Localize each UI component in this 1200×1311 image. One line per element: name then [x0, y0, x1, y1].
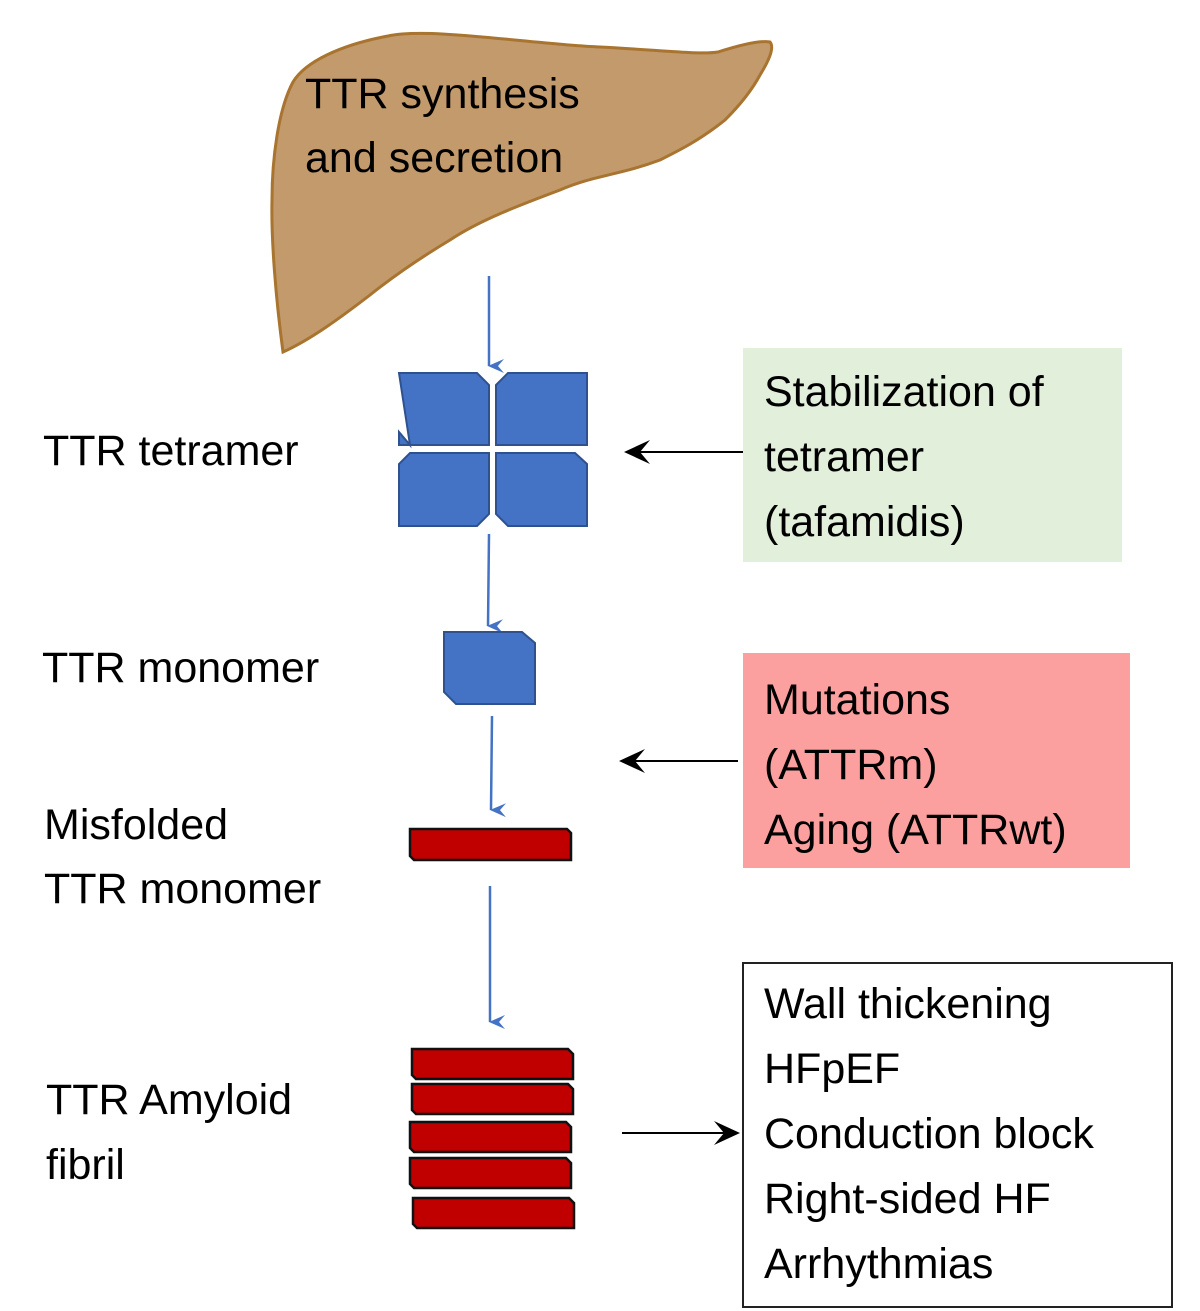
- fibril-strand: [410, 1082, 575, 1116]
- flow-arrow-monomer-to-misfolded: [489, 715, 507, 818]
- stage-label-monomer: TTR monomer: [42, 644, 320, 692]
- liver-label: TTR synthesis and secretion: [305, 62, 580, 190]
- flow-arrow-tetramer-to-monomer: [486, 533, 504, 634]
- liver-label-line: and secretion: [305, 134, 564, 182]
- fibril-strand: [408, 1120, 573, 1154]
- stage-label-tetramer: TTR tetramer: [43, 427, 299, 475]
- tetramer-subunit: [495, 452, 588, 527]
- fibril-strand: [411, 1196, 576, 1230]
- stage-label-fibril-line2: fibril: [46, 1141, 125, 1189]
- consequence-item: Right-sided HF: [764, 1175, 1051, 1223]
- consequence-item: Conduction block: [764, 1110, 1094, 1158]
- stage-label-misfolded-line2: TTR monomer: [44, 865, 322, 913]
- side-arrow-stabilization: [624, 440, 743, 464]
- tetramer-subunit: [397, 372, 490, 449]
- stage-label-misfolded-line1: Misfolded: [44, 801, 229, 849]
- stabilization-box: Stabilization of tetramer (tafamidis): [743, 348, 1122, 562]
- causes-line: Aging (ATTRwt): [764, 806, 1067, 854]
- consequence-item: Wall thickening: [764, 980, 1052, 1028]
- fibril-strand: [408, 1156, 573, 1190]
- tetramer-icon: [397, 372, 588, 527]
- consequence-item: Arrhythmias: [764, 1240, 994, 1288]
- causes-line: Mutations: [764, 676, 951, 724]
- causes-line: (ATTRm): [764, 741, 938, 789]
- monomer-icon: [443, 631, 536, 705]
- consequence-item: HFpEF: [764, 1045, 901, 1093]
- amyloid-fibril-icon: [408, 1047, 576, 1230]
- stabilization-line: tetramer: [764, 433, 925, 481]
- fibril-strand: [410, 1047, 575, 1081]
- stabilization-line: Stabilization of: [764, 368, 1044, 416]
- misfolded-monomer-icon: [408, 827, 573, 862]
- tetramer-subunit: [398, 452, 490, 527]
- stabilization-line: (tafamidis): [764, 498, 965, 546]
- side-arrow-consequences: [622, 1121, 740, 1145]
- side-arrow-causes: [619, 749, 738, 773]
- stage-label-fibril-line1: TTR Amyloid: [46, 1076, 293, 1124]
- consequences-box: Wall thickening HFpEF Conduction block R…: [742, 962, 1173, 1308]
- tetramer-subunit: [495, 372, 588, 446]
- liver-label-line: TTR synthesis: [305, 70, 580, 118]
- causes-box: Mutations (ATTRm) Aging (ATTRwt): [743, 653, 1130, 868]
- liver-icon: [270, 31, 774, 355]
